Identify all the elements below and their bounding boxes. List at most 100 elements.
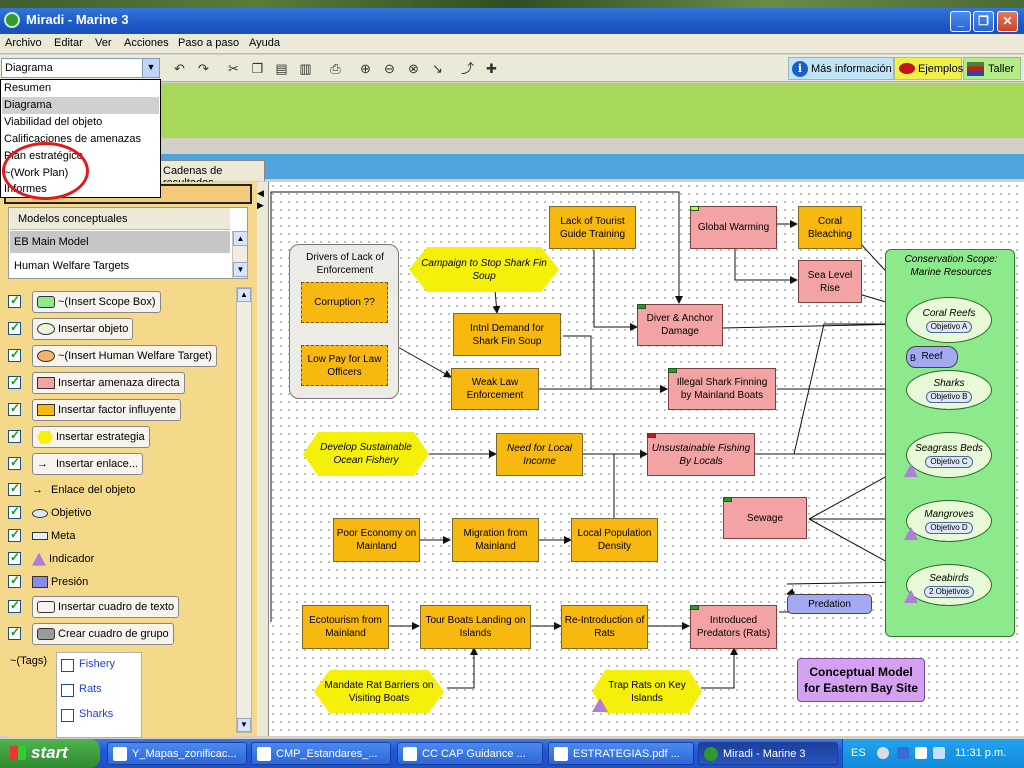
- view-option-resumen[interactable]: Resumen: [4, 82, 52, 94]
- threat-illegal-finning[interactable]: Illegal Shark Finning by Mainland Boats: [668, 368, 776, 410]
- strategy-mandate-rat[interactable]: Mandate Rat Barriers on Visiting Boats: [314, 670, 444, 713]
- workshop-button[interactable]: Taller: [963, 57, 1021, 80]
- factor-poor-economy[interactable]: Poor Economy on Mainland: [333, 518, 420, 562]
- factor-need-income[interactable]: Need for Local Income: [496, 433, 583, 476]
- threat-diver-anchor[interactable]: Diver & Anchor Damage: [637, 304, 723, 346]
- safely-remove-icon[interactable]: [915, 747, 927, 759]
- zoom-in-icon[interactable]: ⊕: [360, 61, 371, 76]
- view-option-viabilidad[interactable]: Viabilidad del objeto: [4, 116, 103, 128]
- checkbox[interactable]: [8, 401, 21, 416]
- zoom-fit-icon[interactable]: ⊗: [408, 61, 419, 76]
- taskbar-item[interactable]: ESTRATEGIAS.pdf ...: [548, 742, 694, 765]
- factor-coral-bleaching[interactable]: Coral Bleaching: [798, 206, 862, 249]
- insert-hw-target-button[interactable]: ~(Insert Human Welfare Target): [32, 345, 217, 367]
- undo-icon[interactable]: ↶: [174, 61, 185, 76]
- menu-ver[interactable]: Ver: [95, 37, 112, 49]
- checkbox[interactable]: [8, 625, 21, 640]
- examples-button[interactable]: Ejemplos: [894, 57, 963, 80]
- factor-lack-guide[interactable]: Lack of Tourist Guide Training: [549, 206, 636, 249]
- collapse-tray-icon[interactable]: [877, 747, 889, 759]
- models-scrollbar[interactable]: ▲ ▼: [232, 231, 248, 278]
- factor-migration[interactable]: Migration from Mainland: [452, 518, 539, 562]
- factor-local-pop[interactable]: Local Population Density: [571, 518, 658, 562]
- scroll-down-icon[interactable]: ▼: [237, 718, 251, 732]
- threat-global-warming[interactable]: Global Warming: [690, 206, 777, 249]
- stress-predation[interactable]: Predation: [787, 594, 872, 614]
- checkbox[interactable]: [8, 374, 21, 389]
- checkbox[interactable]: [8, 320, 21, 335]
- insert-factor-button[interactable]: Insertar factor influyente: [32, 399, 182, 421]
- volume-icon[interactable]: [933, 747, 945, 759]
- insert-textbox-button[interactable]: Insertar cuadro de texto: [32, 596, 180, 618]
- view-select[interactable]: Diagrama ▼: [1, 58, 160, 78]
- collapse-left-icon[interactable]: ◀: [257, 188, 264, 198]
- factor-intl-demand[interactable]: Intnl Demand for Shark Fin Soup: [453, 313, 561, 356]
- scroll-up-icon[interactable]: ▲: [237, 288, 251, 302]
- panel-splitter[interactable]: ◀ ▶: [257, 182, 268, 736]
- print-icon[interactable]: ⎙: [330, 61, 341, 76]
- insert-target-button[interactable]: Insertar objeto: [32, 318, 134, 340]
- menu-ayuda[interactable]: Ayuda: [249, 37, 280, 49]
- network-icon[interactable]: [897, 747, 909, 759]
- paste-icon[interactable]: ▤: [275, 61, 288, 76]
- taskbar-item[interactable]: CMP_Estandares_...: [251, 742, 391, 765]
- factor-weak-law[interactable]: Weak Law Enforcement: [451, 368, 539, 410]
- insert-link-icon[interactable]: ✚: [486, 61, 497, 76]
- factor-reintro-rats[interactable]: Re-Introduction of Rats: [561, 605, 648, 649]
- factor-low-pay[interactable]: Low Pay for Law Officers: [301, 345, 388, 386]
- start-button[interactable]: start: [0, 739, 100, 768]
- cut-icon[interactable]: ✂: [228, 61, 239, 76]
- model-item[interactable]: EB Main Model: [10, 231, 230, 253]
- taskbar-item-active[interactable]: Miradi - Marine 3: [698, 742, 838, 765]
- factor-sea-level[interactable]: Sea Level Rise: [798, 260, 862, 303]
- insert-scope-button[interactable]: ~(Insert Scope Box): [32, 291, 161, 313]
- taskbar-item[interactable]: Y_Mapas_zonificac...: [107, 742, 247, 765]
- copy-icon[interactable]: ❐: [251, 61, 264, 76]
- objective-badge[interactable]: Objetivo D: [925, 522, 973, 534]
- menu-editar[interactable]: Editar: [54, 37, 83, 49]
- checkbox[interactable]: [8, 550, 21, 565]
- threat-sewage[interactable]: Sewage: [723, 497, 807, 539]
- objective-badge[interactable]: Objetivo B: [925, 391, 973, 403]
- strategy-campaign[interactable]: Campaign to Stop Shark Fin Soup: [409, 247, 559, 292]
- factor-tour-boats[interactable]: Tour Boats Landing on Islands: [420, 605, 531, 649]
- checkbox[interactable]: [61, 684, 74, 697]
- checkbox[interactable]: [8, 428, 21, 443]
- chevron-down-icon[interactable]: ▼: [142, 59, 159, 77]
- menu-paso-a-paso[interactable]: Paso a paso: [178, 37, 240, 49]
- delete-icon[interactable]: ▥: [299, 61, 312, 76]
- more-info-button[interactable]: i Más información: [788, 57, 894, 80]
- legend-scrollbar[interactable]: ▲ ▼: [236, 287, 252, 733]
- create-group-button[interactable]: Crear cuadro de grupo: [32, 623, 174, 645]
- minimize-button[interactable]: _: [950, 11, 971, 32]
- close-button[interactable]: ✕: [997, 11, 1018, 32]
- checkbox[interactable]: [8, 293, 21, 308]
- factor-corruption[interactable]: Corruption ??: [301, 282, 388, 323]
- insert-threat-button[interactable]: Insertar amenaza directa: [32, 372, 185, 394]
- strategy-develop-fishery[interactable]: Develop Sustainable Ocean Fishery: [303, 432, 429, 476]
- checkbox[interactable]: [8, 481, 21, 496]
- objective-badge[interactable]: 2 Objetivos: [923, 586, 975, 598]
- zoom-out-icon[interactable]: ⊖: [384, 61, 395, 76]
- threat-unsustainable[interactable]: Unsustainable Fishing By Locals: [647, 433, 755, 476]
- menu-archivo[interactable]: Archivo: [5, 37, 42, 49]
- taskbar-item[interactable]: CC CAP Guidance ...: [397, 742, 543, 765]
- checkbox[interactable]: [8, 527, 21, 542]
- insert-strategy-button[interactable]: Insertar estrategia: [32, 426, 150, 448]
- expand-right-icon[interactable]: ▶: [257, 200, 264, 210]
- factor-ecotourism[interactable]: Ecotourism from Mainland: [302, 605, 389, 649]
- scroll-up-icon[interactable]: ▲: [233, 231, 248, 246]
- checkbox[interactable]: [8, 504, 21, 519]
- redo-icon[interactable]: ↷: [198, 61, 209, 76]
- menu-acciones[interactable]: Acciones: [124, 37, 169, 49]
- cursor-icon[interactable]: ↘: [432, 61, 443, 76]
- insert-link-button[interactable]: →Insertar enlace...: [32, 453, 143, 475]
- tab-results-chains[interactable]: Cadenas de resultados: [158, 160, 265, 189]
- checkbox[interactable]: [8, 573, 21, 588]
- checkbox[interactable]: [61, 709, 74, 722]
